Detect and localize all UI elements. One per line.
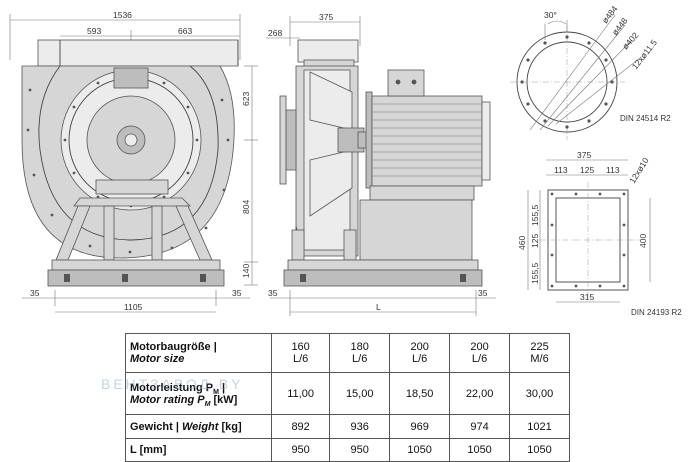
dim-front-base-width: 1105 — [124, 302, 143, 312]
cell-rating: 15,00 — [329, 372, 391, 415]
dim-front-left: 593 — [87, 26, 101, 36]
dim-side-left-offset: 35 — [268, 288, 278, 298]
cell-length: 1050 — [389, 438, 451, 462]
dim-front-top-height: 623 — [241, 92, 251, 106]
dim-rect-h-b: 125 — [530, 234, 540, 248]
cell-rating: 30,00 — [509, 372, 570, 415]
dim-front-right-offset: 35 — [232, 288, 242, 298]
row-label-length: L [mm] — [125, 438, 272, 462]
dim-rect-h-total: 460 — [517, 236, 527, 250]
side-view: 375 268 — [266, 12, 496, 316]
cell-length: 950 — [329, 438, 391, 462]
dim-front-width-total: 1536 — [113, 10, 132, 20]
dim-rect-h-c: 155,5 — [530, 262, 540, 284]
cell-rating: 22,00 — [449, 372, 511, 415]
row-label-motor-size: Motorbaugröße | Motor size — [125, 333, 272, 373]
front-view: 1536 593 663 — [9, 10, 258, 313]
cell-length: 950 — [270, 438, 331, 462]
dim-side-inlet: 268 — [268, 28, 282, 38]
cell-rating: 18,50 — [389, 372, 451, 415]
dim-rect-width-total: 375 — [577, 150, 591, 160]
cell-weight: 969 — [389, 414, 451, 439]
dim-rect-w-c: 113 — [606, 165, 620, 175]
dim-flange-d2: ø448 — [610, 16, 630, 38]
cell-weight: 1021 — [509, 414, 570, 439]
dim-front-base-height: 140 — [241, 264, 251, 278]
rect-flange-view: 375 113 125 113 12xø10 460 155,5 125 155… — [517, 150, 682, 317]
dim-front-mid-height: 804 — [241, 200, 251, 214]
cell-weight: 936 — [329, 414, 391, 439]
dim-rect-h-inner: 400 — [638, 234, 648, 248]
round-flange-view: 30° ø484 ø448 ø402 12xø11.5 DIN 24514 R2 — [510, 4, 671, 140]
cell-weight: 974 — [449, 414, 511, 439]
cell-weight: 892 — [270, 414, 331, 439]
cell-rating: 11,00 — [270, 372, 331, 415]
row-label-weight: Gewicht | Weight [kg] — [125, 414, 272, 439]
dim-rect-h-a: 155,5 — [530, 204, 540, 226]
dim-side-width: 375 — [319, 12, 333, 22]
dim-flange-angle: 30° — [544, 10, 557, 20]
dim-rect-w-b: 125 — [580, 165, 594, 175]
dim-side-right-offset: 35 — [478, 288, 488, 298]
table-row: Gewicht | Weight [kg] 892 936 969 974 10… — [125, 414, 570, 439]
dim-side-length: L — [376, 302, 381, 312]
dim-flange-d3: ø402 — [620, 30, 641, 51]
dim-rect-w-a: 113 — [554, 165, 568, 175]
cell-length: 1050 — [509, 438, 570, 462]
dim-rect-holes: 12xø10 — [627, 155, 651, 185]
table-row: Motorleistung PM | Motor rating PM [kW] … — [125, 372, 570, 415]
din-round-flange: DIN 24514 R2 — [620, 114, 671, 123]
cell-length: 1050 — [449, 438, 511, 462]
dim-rect-bottom-width: 315 — [580, 292, 594, 302]
din-rect-flange: DIN 24193 R2 — [631, 308, 682, 317]
row-label-motor-rating: Motorleistung PM | Motor rating PM [kW] — [125, 372, 272, 415]
table-row: L [mm] 950 950 1050 1050 1050 — [125, 438, 570, 462]
dim-front-right: 663 — [178, 26, 192, 36]
dim-front-left-offset: 35 — [30, 288, 40, 298]
